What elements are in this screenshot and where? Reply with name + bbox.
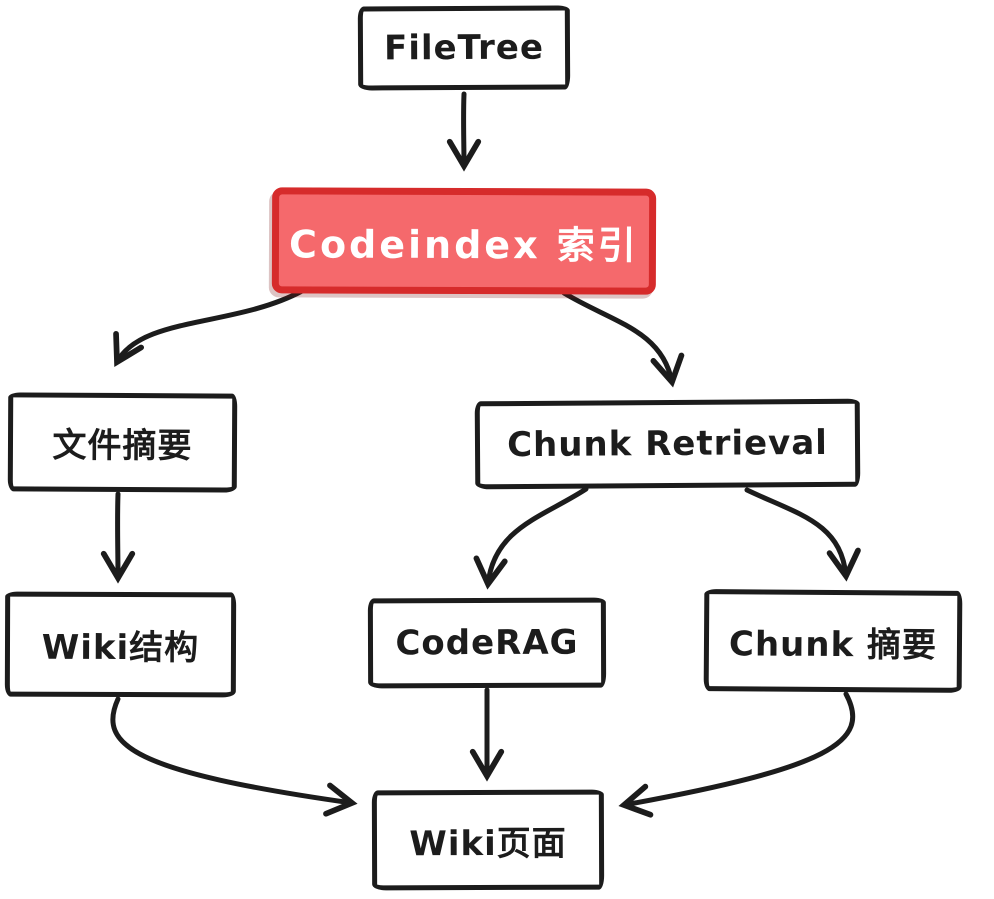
node-chunk-summary-label: Chunk 摘要: [728, 623, 938, 666]
edge-chunk-retrieval-to-coderag: [473, 486, 589, 590]
node-chunk-summary: Chunk 摘要: [703, 589, 963, 693]
node-chunk-retrieval-label: Chunk Retrieval: [506, 422, 829, 466]
edge-chunk-retrieval-to-chunk-summary: [744, 487, 861, 582]
edge-codeindex-to-file-summary: [113, 288, 305, 367]
node-codeindex: Codeindex 索引: [271, 187, 657, 295]
node-file-summary-label: 文件摘要: [52, 425, 193, 467]
node-wiki-structure: Wiki结构: [4, 591, 237, 698]
node-file-summary: 文件摘要: [7, 392, 238, 493]
edge-wiki-structure-to-wiki-page: [110, 696, 358, 817]
node-wiki-page: Wiki页面: [371, 789, 605, 891]
node-filetree-label: FileTree: [383, 27, 545, 69]
node-wiki-structure-label: Wiki结构: [41, 627, 200, 669]
node-chunk-retrieval: Chunk Retrieval: [474, 398, 861, 490]
node-coderag-label: CodeRAG: [395, 622, 579, 664]
node-codeindex-label: Codeindex 索引: [289, 221, 639, 268]
node-coderag: CodeRAG: [367, 597, 607, 689]
node-wiki-page-label: Wiki页面: [409, 823, 567, 864]
edge-chunk-summary-to-wiki-page: [618, 691, 856, 818]
edge-codeindex-to-chunk-retrieval: [561, 290, 685, 388]
node-filetree: FileTree: [357, 5, 571, 91]
